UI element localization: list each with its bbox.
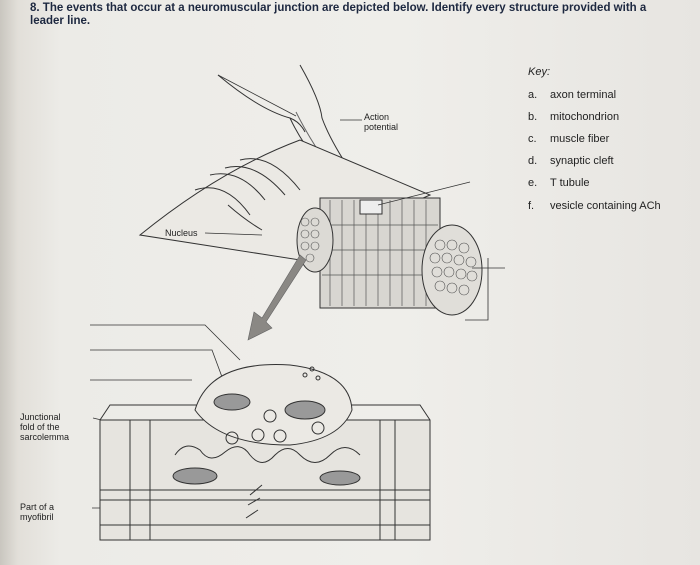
key-item-e: e.T tubule [528,177,590,189]
key-label: mitochondrion [550,111,619,123]
label-junctional-fold: Junctional fold of the sarcolemma [20,412,69,442]
label-nucleus: Nucleus [165,228,198,238]
key-letter: b. [528,111,550,123]
label-myofibril: Part of a myofibril [20,502,54,522]
junction-closeup-drawing [100,365,430,540]
key-label: vesicle containing ACh [550,200,661,212]
key-letter: e. [528,177,550,189]
key-letter: f. [528,200,550,212]
key-label: synaptic cleft [550,155,614,167]
key-item-a: a.axon terminal [528,89,616,101]
key-item-c: c.muscle fiber [528,133,609,145]
key-letter: c. [528,133,550,145]
key-label: muscle fiber [550,133,609,145]
key-letter: a. [528,89,550,101]
key-label: T tubule [550,177,590,189]
key-item-d: d.synaptic cleft [528,155,614,167]
key-item-f: f.vesicle containing ACh [528,200,661,212]
key-label: axon terminal [550,89,616,101]
key-item-b: b.mitochondrion [528,111,619,123]
key-title: Key: [528,66,550,78]
key-letter: d. [528,155,550,167]
zoom-arrow [248,255,306,340]
label-action-potential: Action potential [364,112,398,132]
